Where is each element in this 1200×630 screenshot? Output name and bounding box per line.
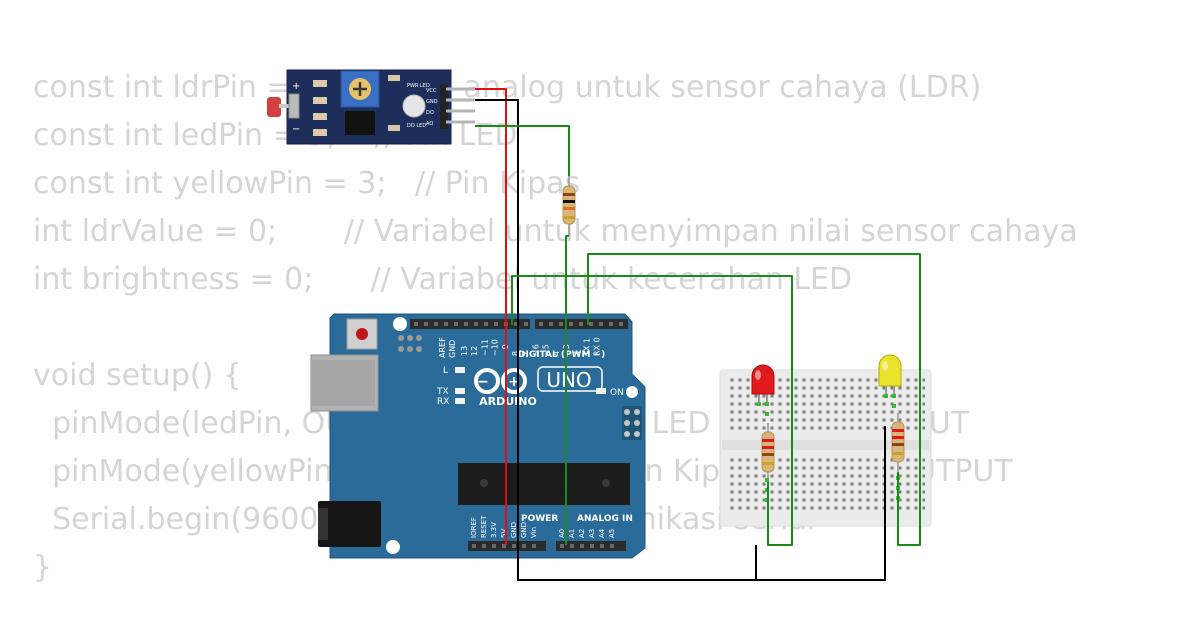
wire-pin3-yellow-led (587, 253, 921, 546)
power-pin-label: 3.3V (490, 522, 498, 538)
analog-pin-label: A1 (568, 529, 576, 538)
aref-label: AREF (438, 337, 447, 358)
module-indicator-led (402, 94, 426, 118)
do-led-label: DO LED (407, 123, 426, 129)
digital-pin-label: 2 (572, 351, 581, 356)
analog-pin-label: A4 (598, 528, 606, 538)
digital-pin-label: 7 (521, 351, 530, 356)
reset-button-cap[interactable] (356, 328, 368, 340)
mounting-hole (386, 540, 400, 554)
digital-pin-label: 8 (511, 351, 520, 356)
led-rx-indicator (455, 398, 465, 404)
led-on-indicator (596, 388, 606, 394)
comparator-chip (345, 111, 375, 135)
pin-label-do: DO (426, 110, 434, 116)
power-pin-label: IOREF (470, 517, 478, 538)
breadboard (719, 369, 932, 527)
analog-in-label: ANALOG IN (577, 514, 633, 524)
resistor-red-led (761, 423, 775, 482)
wire-to-a0 (565, 235, 569, 545)
svg-text:+: + (508, 374, 520, 390)
ldr-photoresistor (267, 97, 281, 117)
digital-pin-label: ~11 (480, 339, 489, 356)
digital-pin-label: 12 (470, 346, 479, 356)
minus-label: − (292, 124, 300, 135)
rx-label: RX (437, 397, 449, 407)
power-header (468, 541, 546, 551)
tx-label: TX (436, 387, 449, 397)
digital-header-left (410, 319, 530, 329)
analog-pin-label: A5 (608, 529, 616, 538)
module-header-pins (440, 85, 475, 129)
analog-pin-label: A0 (558, 529, 566, 538)
svg-text:−: − (477, 374, 489, 390)
dc-power-jack (318, 501, 381, 547)
gnd-label: GND (448, 340, 457, 358)
arduino-brand-label: ARDUINO (479, 395, 537, 408)
digital-pin-label: RX 0 (593, 337, 602, 356)
arduino-logo (474, 368, 527, 394)
ldr-sensor-module: + − PWR LED DO LED VCC GND DO AO (267, 69, 475, 145)
led-l-indicator (455, 367, 465, 373)
analog-pin-label: A3 (588, 529, 596, 538)
wire-vcc-5v (475, 88, 507, 545)
analog-pin-label: A2 (578, 529, 586, 538)
pin-label-ao: AO (426, 121, 433, 127)
mounting-hole (393, 317, 407, 331)
power-label: POWER (521, 514, 558, 524)
yellow-led (878, 354, 902, 397)
resistor-yellow-led (891, 413, 905, 472)
pin-label-gnd: GND (426, 99, 438, 105)
code-line: } (33, 550, 53, 585)
led-tx-indicator (455, 388, 465, 394)
digital-pin-label: ~6 (531, 344, 540, 356)
pwr-led-label: PWR LED (407, 83, 430, 89)
uno-model-label: UNO (546, 368, 591, 392)
code-line: const int yellowPin = 3; // Pin Kipas (33, 166, 581, 201)
mounting-hole (626, 386, 638, 398)
wire-gnd-yellow (756, 426, 886, 581)
plus-label: + (292, 81, 300, 92)
digital-pin-label: TX 1 (582, 338, 591, 357)
wire-pin9-red-led (511, 275, 793, 546)
wire-ao-to-resistor (475, 125, 570, 176)
l-label: L (443, 366, 448, 376)
code-line: int brightness = 0; // Variabel untuk ke… (33, 262, 853, 297)
digital-pin-label: ~5 (542, 344, 551, 356)
power-pin-label: 5V (500, 529, 508, 538)
digital-pin-label: 4 (552, 351, 561, 356)
wire-gnd (475, 99, 757, 581)
digital-pin-label: 13 (460, 346, 469, 356)
pin-label-vcc: VCC (426, 88, 437, 94)
wires (475, 88, 921, 581)
power-pin-label: GND (520, 522, 528, 538)
code-line: void setup() { (33, 358, 242, 393)
digital-pin-label: ~10 (491, 339, 500, 356)
power-pin-label: RESET (480, 515, 488, 538)
code-line: int ldrValue = 0; // Variabel untuk meny… (33, 214, 1078, 249)
arduino-uno-board: − + ARDUINO UNO ON DIGITAL (PWM ~) POWER… (310, 313, 646, 559)
digital-pwm-label: DIGITAL (PWM ~) (518, 350, 605, 360)
on-label: ON (610, 388, 624, 398)
power-pin-label: Vin (530, 527, 538, 538)
resistor-ldr (562, 176, 576, 236)
power-pin-label: GND (510, 522, 518, 538)
